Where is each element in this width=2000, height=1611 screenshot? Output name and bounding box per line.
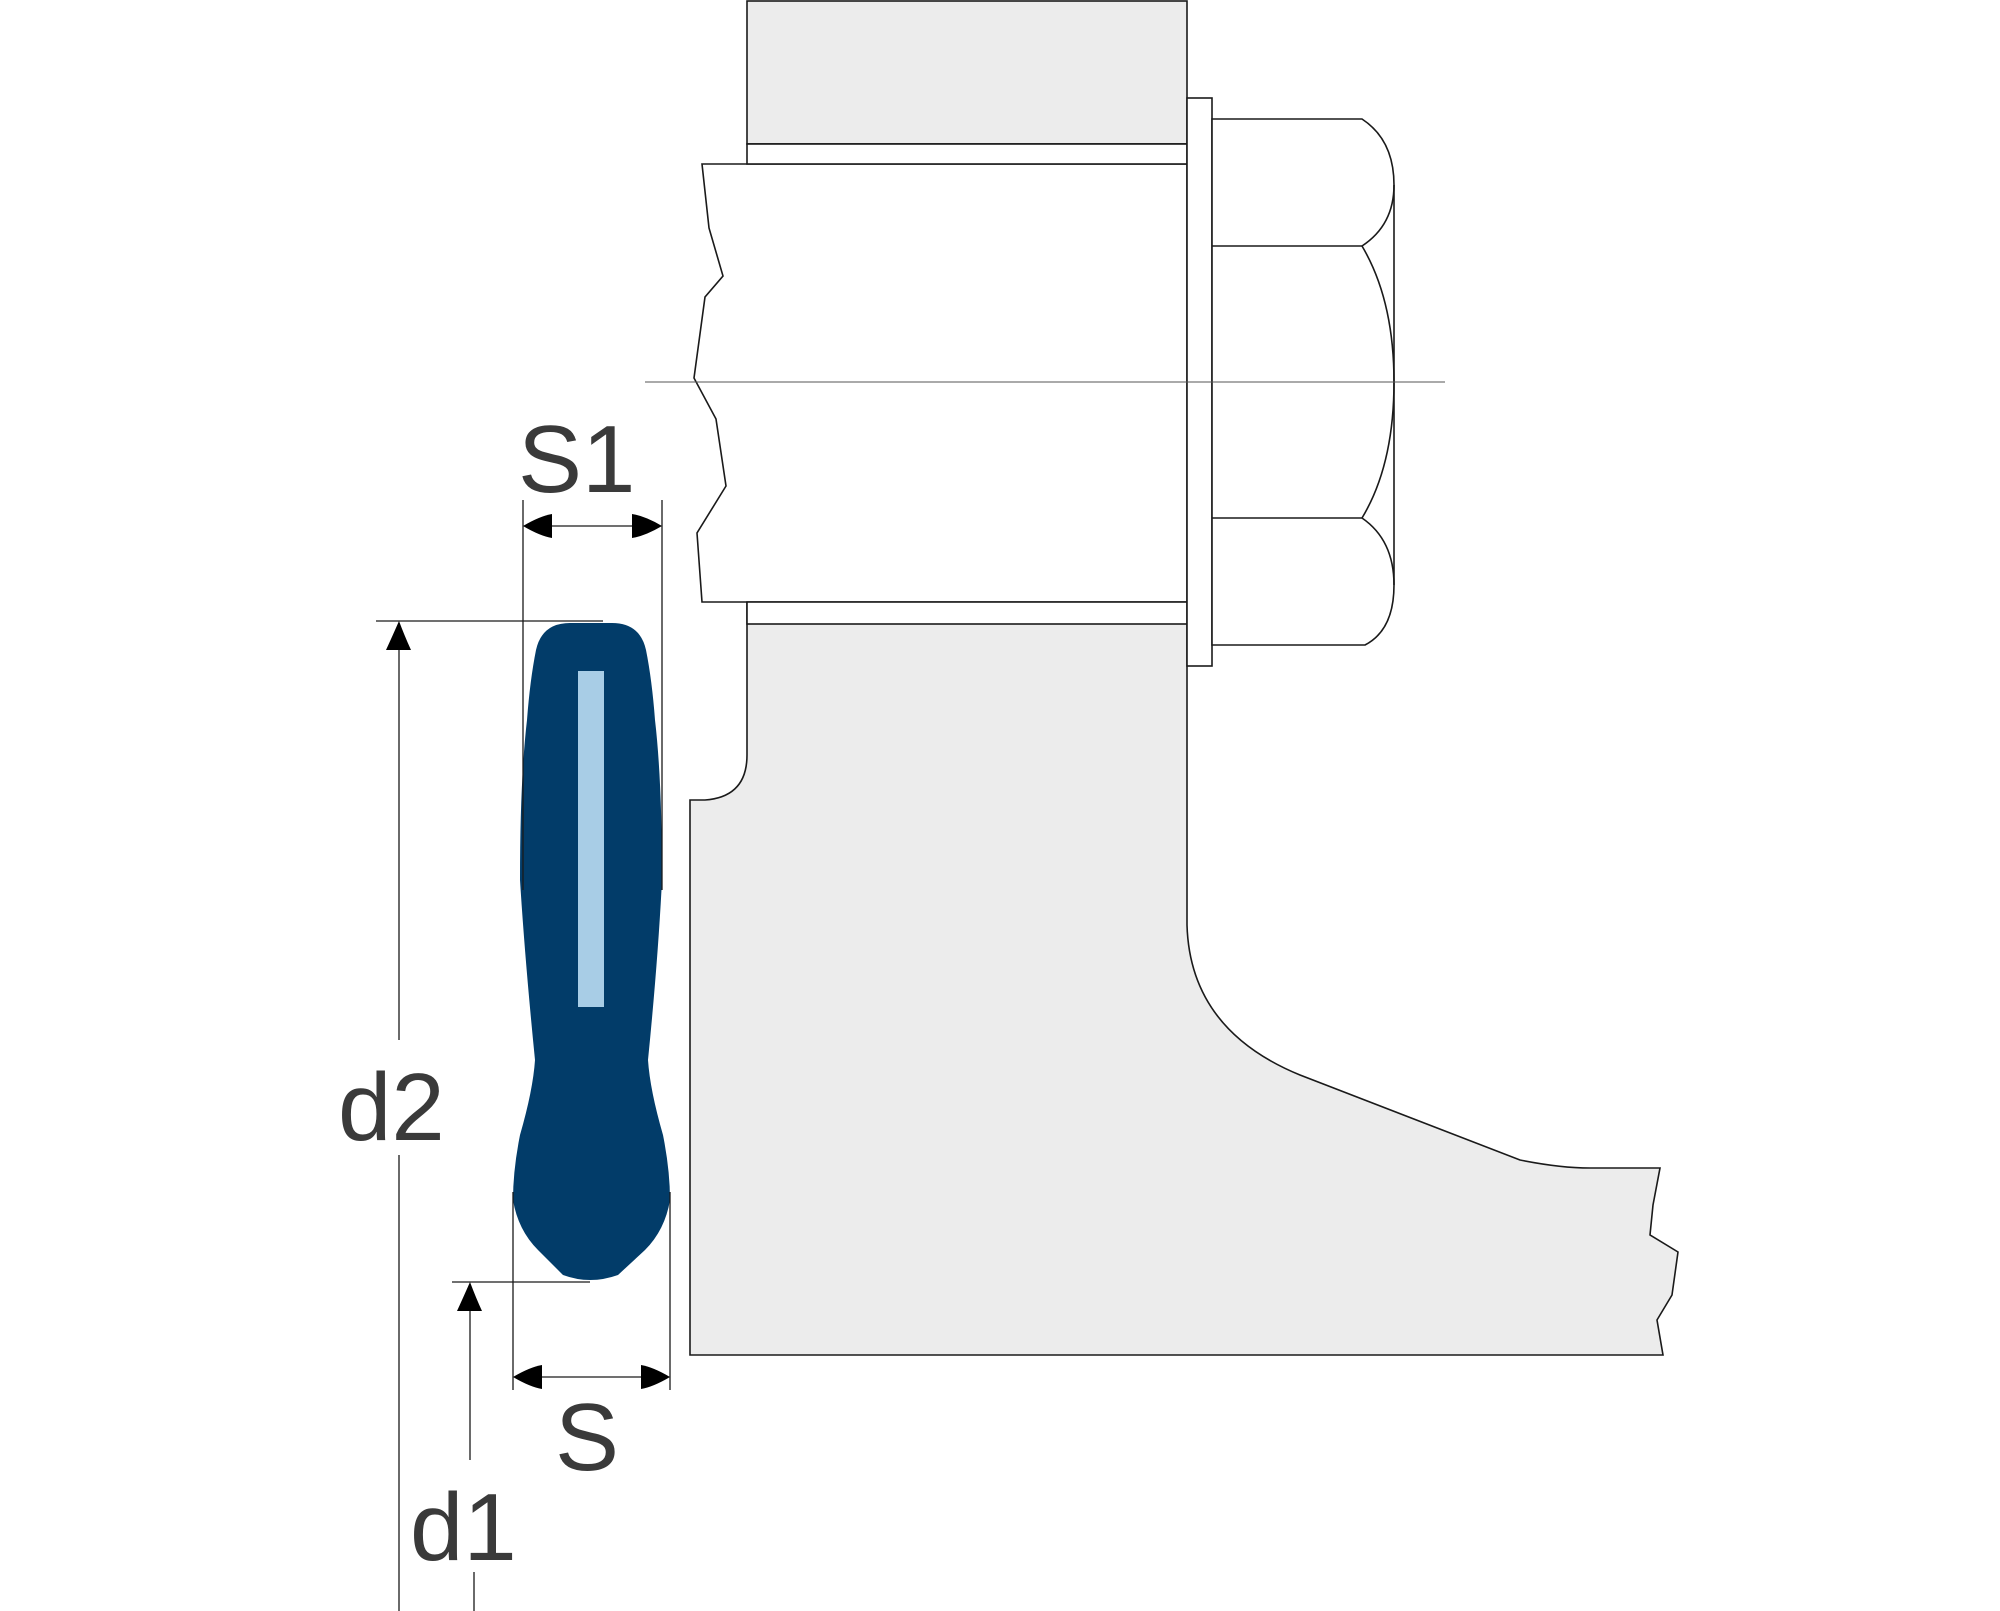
dimension-d2 <box>376 620 603 1611</box>
top-housing-block <box>746 0 1188 145</box>
label-d1: d1 <box>410 1474 517 1581</box>
bottom-housing <box>689 599 1679 1356</box>
label-d2: d2 <box>338 1054 445 1161</box>
shaft-collar-bottom <box>746 601 1188 625</box>
dimension-s1 <box>522 500 663 890</box>
shaft <box>693 163 1188 603</box>
label-s: S <box>555 1384 619 1491</box>
dimension-d1 <box>452 1281 590 1611</box>
dimension-s <box>512 1192 671 1390</box>
shaft-collar-top <box>746 143 1188 165</box>
seal-insert <box>578 671 604 1007</box>
label-s1: S1 <box>518 406 635 513</box>
